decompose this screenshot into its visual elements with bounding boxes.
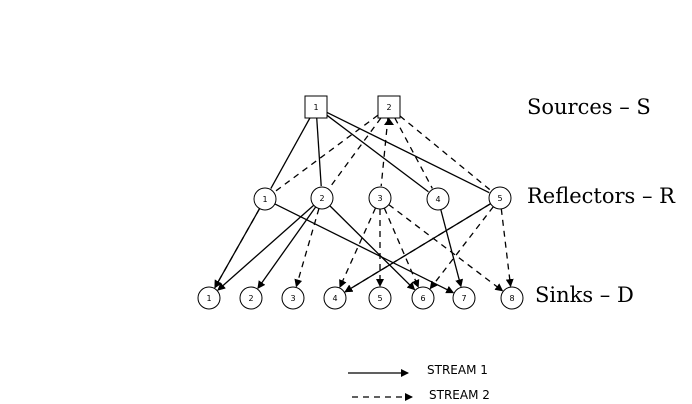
stream2-edge-s2-r5	[399, 115, 492, 191]
stream1-edge-r4-d7	[440, 209, 464, 288]
sink-node-label: 2	[248, 294, 253, 303]
reflector-node-shape	[368, 186, 392, 210]
legend-stream2-label: STREAM 2	[429, 388, 490, 402]
sink-node-8: 8	[500, 286, 524, 310]
sink-node-shape	[197, 286, 221, 310]
sink-node-6: 6	[411, 286, 435, 310]
reflector-node-shape	[253, 187, 277, 211]
stream1-edge-s1-r1	[270, 117, 311, 189]
stream2-edge-r3-d4	[339, 207, 377, 288]
reflector-node-shape	[488, 186, 512, 210]
reflector-node-2: 2	[310, 186, 334, 210]
stream1-edge-r2-d2	[257, 206, 317, 290]
sink-node-2: 2	[239, 286, 263, 310]
stream2-edge-r3-d6	[383, 207, 420, 288]
stream2-edge-r5-d8	[500, 208, 514, 288]
stream2-edge-s2-r2	[328, 117, 382, 189]
reflector-node-1: 1	[253, 187, 277, 211]
reflector-node-shape	[310, 186, 334, 210]
source-node-label: 2	[386, 103, 391, 112]
source-node-2: 2	[377, 95, 401, 119]
stream2-edge-r3-d8	[388, 204, 504, 292]
stream2-edge-r1-d1	[214, 208, 261, 289]
sink-node-shape	[281, 286, 305, 310]
stream1-edge-r2-d1	[217, 204, 315, 291]
sink-node-shape	[500, 286, 524, 310]
sink-node-label: 1	[206, 294, 211, 303]
sink-node-shape	[239, 286, 263, 310]
reflector-node-3: 3	[368, 186, 392, 210]
sink-node-3: 3	[281, 286, 305, 310]
stream1-edge-s1-r4	[326, 114, 429, 193]
reflector-node-label: 1	[262, 195, 267, 204]
stream2-edge-r2-d3	[294, 208, 320, 288]
reflector-node-5: 5	[488, 186, 512, 210]
sink-node-shape	[368, 286, 392, 310]
stream1-edge-s1-r2	[316, 117, 322, 187]
sink-node-5: 5	[368, 286, 392, 310]
sink-node-shape	[323, 286, 347, 310]
sink-node-shape	[411, 286, 435, 310]
source-2-arrowhead	[384, 118, 394, 125]
legend: STREAM 1 STREAM 2	[348, 363, 490, 402]
source-node-shape	[377, 95, 401, 119]
sink-node-label: 3	[290, 294, 295, 303]
sink-node-label: 4	[332, 294, 337, 303]
reflectors-tier-label: Reflectors – R	[527, 184, 676, 208]
sink-node-4: 4	[323, 286, 347, 310]
reflector-node-4: 4	[426, 187, 450, 211]
sink-node-label: 6	[420, 294, 425, 303]
stream1-edge-s1-r5	[326, 111, 490, 194]
sinks-tier-label: Sinks – D	[535, 283, 634, 307]
stream2-edge-s2-r3	[380, 117, 389, 187]
reflector-node-label: 2	[319, 194, 324, 203]
sink-node-7: 7	[452, 286, 476, 310]
edges	[214, 111, 514, 294]
stream2-edge-s2-r4	[394, 117, 433, 189]
sink-node-1: 1	[197, 286, 221, 310]
reflector-node-label: 4	[435, 195, 440, 204]
sources-tier-label: Sources – S	[527, 95, 651, 119]
reflector-node-label: 3	[377, 194, 382, 203]
legend-stream1-label: STREAM 1	[427, 363, 488, 377]
source-node-label: 1	[313, 103, 318, 112]
sink-node-label: 8	[509, 294, 514, 303]
source-node-1: 1	[304, 95, 328, 119]
reflector-node-label: 5	[497, 194, 502, 203]
reflector-node-shape	[426, 187, 450, 211]
sink-node-label: 5	[377, 294, 382, 303]
nodes: 1 2 1 2 3 4 5 1 2 3 4 5 6 7 8	[197, 95, 524, 310]
stream2-edge-r5-d6	[429, 206, 494, 290]
source-node-shape	[304, 95, 328, 119]
sink-node-label: 7	[461, 294, 466, 303]
stream1-edge-r5-d4	[344, 203, 491, 293]
sink-node-shape	[452, 286, 476, 310]
stream1-edge-r1-d7	[274, 203, 455, 294]
stream1-edge-r2-d6	[329, 205, 416, 291]
